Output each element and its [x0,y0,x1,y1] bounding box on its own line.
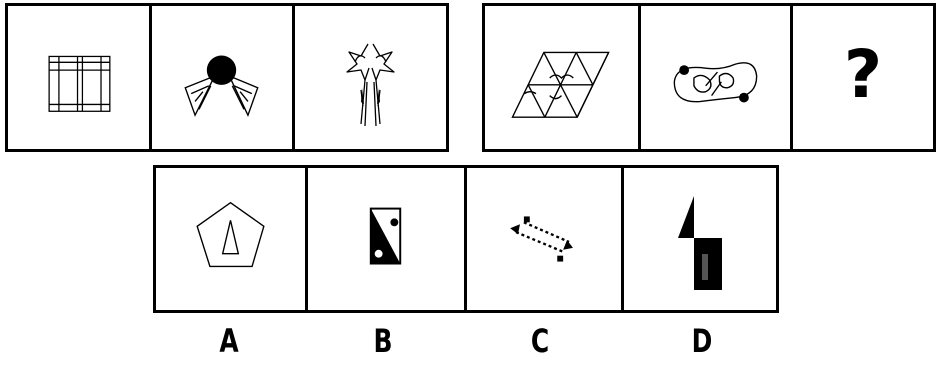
option-label-b: B [360,322,407,360]
options-panel [153,165,779,313]
option-label-d: D [679,322,726,360]
option-label-a: A [206,322,253,360]
option-cell-b[interactable] [308,168,467,310]
sequence-cell-5 [641,6,793,149]
option-cell-a[interactable] [156,168,308,310]
sequence-cell-unknown: ? [793,6,933,149]
triangle-parallelogram-figure [485,6,638,149]
option-cell-c[interactable] [467,168,624,310]
question-mark: ? [793,42,933,108]
zigzag-block-figure [624,168,776,310]
split-rectangle-figure [308,168,464,310]
sequence-panel-left [5,3,449,152]
curvy-shape-figure [641,6,790,149]
sequence-cell-1 [8,6,152,149]
option-cell-d[interactable] [624,168,776,310]
dotted-arrows-figure [467,168,621,310]
ball-with-wings-figure [152,6,292,149]
sequence-panel-right: ? [482,3,936,152]
sequence-cell-4 [485,6,641,149]
bird-pair-figure [295,6,446,149]
sequence-cell-2 [152,6,295,149]
sequence-cell-3 [295,6,446,149]
pentagon-triangle-figure [156,168,305,310]
option-label-c: C [517,322,564,360]
window-grid-figure [8,6,149,149]
